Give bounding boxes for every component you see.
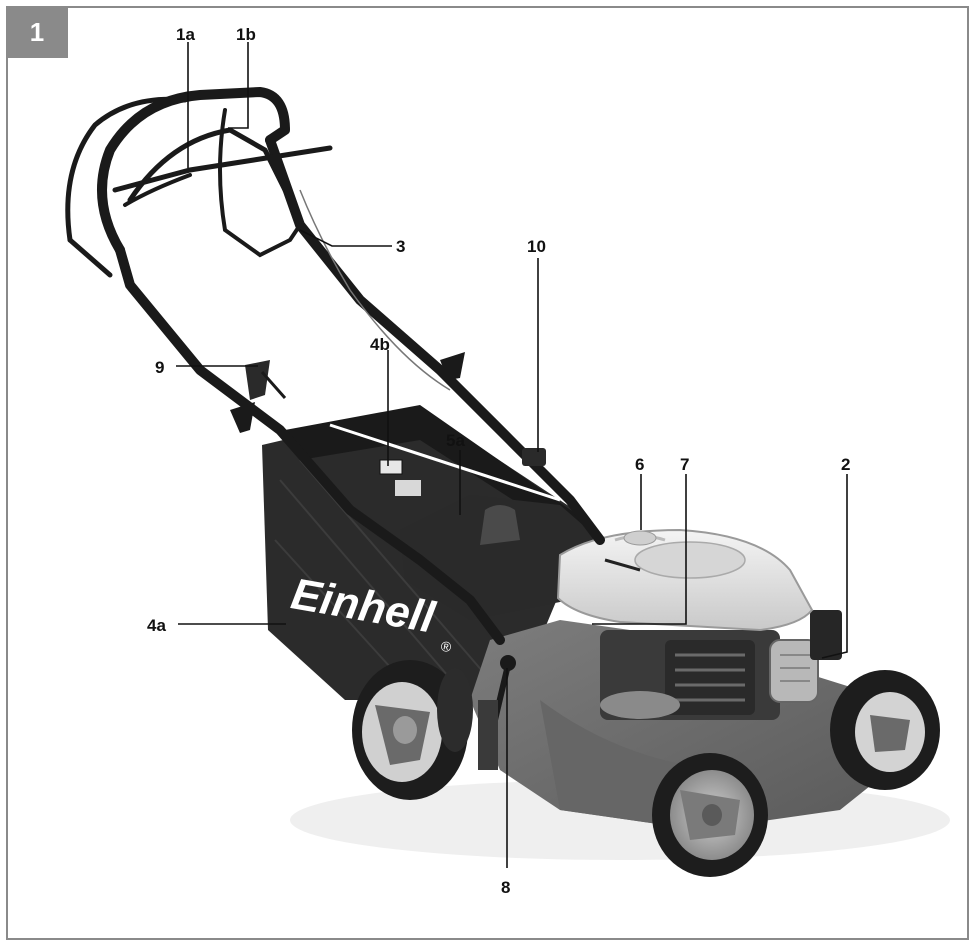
engine <box>600 610 842 720</box>
svg-text:®: ® <box>440 638 454 656</box>
callout-4b: 4b <box>370 335 390 354</box>
throttle-cable <box>299 189 451 391</box>
drive-lever <box>245 360 287 400</box>
callout-leaders <box>176 42 848 868</box>
callout-labels: 1a 1b 3 10 4b 9 5a 6 7 2 4a 8 <box>147 25 850 897</box>
height-adjust-lever <box>478 655 516 770</box>
callout-1a: 1a <box>176 25 195 44</box>
front-wheel-right <box>652 753 768 877</box>
callout-1b: 1b <box>236 25 256 44</box>
callout-6: 6 <box>635 455 644 474</box>
callout-7: 7 <box>680 455 689 474</box>
fuel-tank-cap <box>623 530 657 546</box>
rear-wheel-left <box>352 660 468 800</box>
callout-4a: 4a <box>147 616 166 635</box>
callout-8: 8 <box>501 878 510 897</box>
engine-cover <box>556 528 814 632</box>
handle-knobs <box>230 352 546 466</box>
figure-number-badge: 1 <box>6 6 68 58</box>
callout-2: 2 <box>841 455 850 474</box>
safety-lever <box>112 108 333 258</box>
callout-3: 3 <box>396 237 405 256</box>
drive-gear <box>437 668 473 752</box>
callout-10: 10 <box>527 237 546 256</box>
callout-9: 9 <box>155 358 164 377</box>
fill-level-indicator <box>379 459 421 496</box>
callout-5a: 5a <box>446 431 465 450</box>
front-wheel-far <box>830 670 940 790</box>
cable-clip <box>522 448 546 466</box>
